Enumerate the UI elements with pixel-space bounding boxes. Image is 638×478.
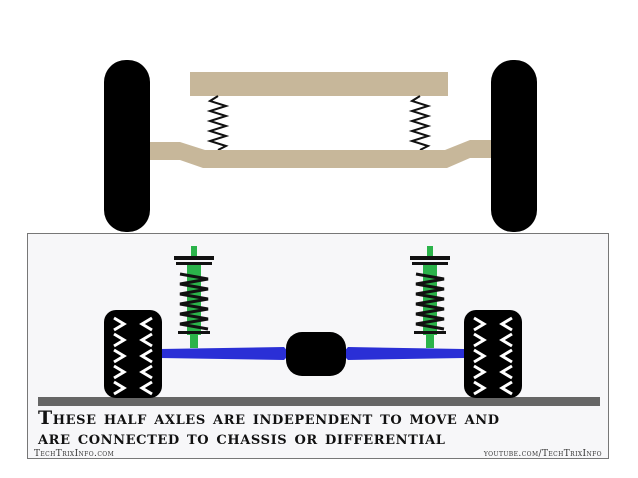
caption-line-1: These half axles are independent to move… [38,407,500,429]
rigid-axle-beam [150,140,493,168]
differential-icon [286,332,346,376]
left-wheel-icon [104,310,162,398]
caption-line-2: are connected to chassis or differential [38,427,446,449]
right-wheel-icon [464,310,522,398]
left-coil-spring [206,95,230,151]
left-half-axle [160,347,290,360]
right-half-axle [342,347,464,360]
right-shock-absorber-icon [410,246,450,348]
independent-axle-diagram [38,246,600,406]
right-wheel-icon [491,60,537,232]
chassis-frame [190,72,448,96]
left-shock-absorber-icon [174,246,214,348]
ground-line [38,397,600,406]
solid-axle-diagram [104,60,537,232]
left-wheel-icon [104,60,150,232]
youtube-credit[interactable]: youtube.com/TechTrixInfo [483,449,602,459]
independent-axle-panel: These half axles are independent to move… [27,233,609,459]
right-coil-spring [408,95,432,151]
website-credit[interactable]: TechTrixInfo.com [34,449,115,459]
